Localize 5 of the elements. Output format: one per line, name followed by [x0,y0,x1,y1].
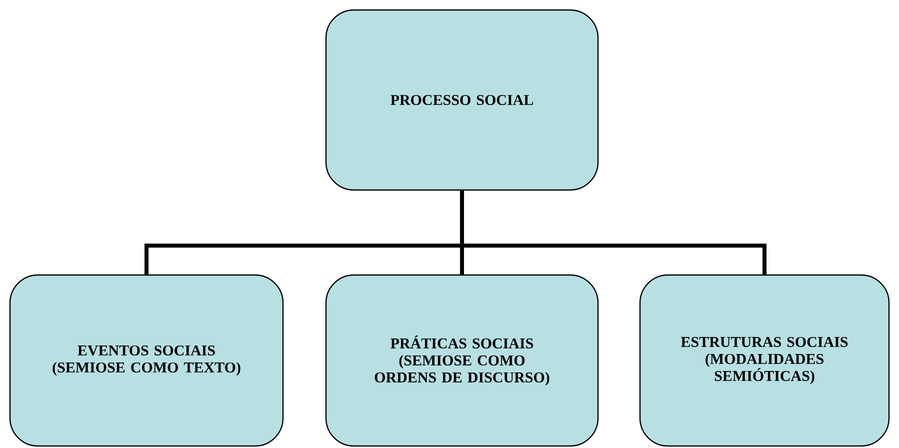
process-box: EVENTOS SOCIAIS (SEMIOSE COMO TEXTO) [9,274,284,447]
process-box: PROCESSO SOCIAL [325,9,599,191]
process-box: PRÁTICAS SOCIAIS (SEMIOSE COMO ORDENS DE DISCURSO) [325,274,599,447]
connector-line [460,190,766,274]
process-box: ESTRUTURAS SOCIAIS (MODALIDADES SEMIÓTICAS) [639,274,890,447]
